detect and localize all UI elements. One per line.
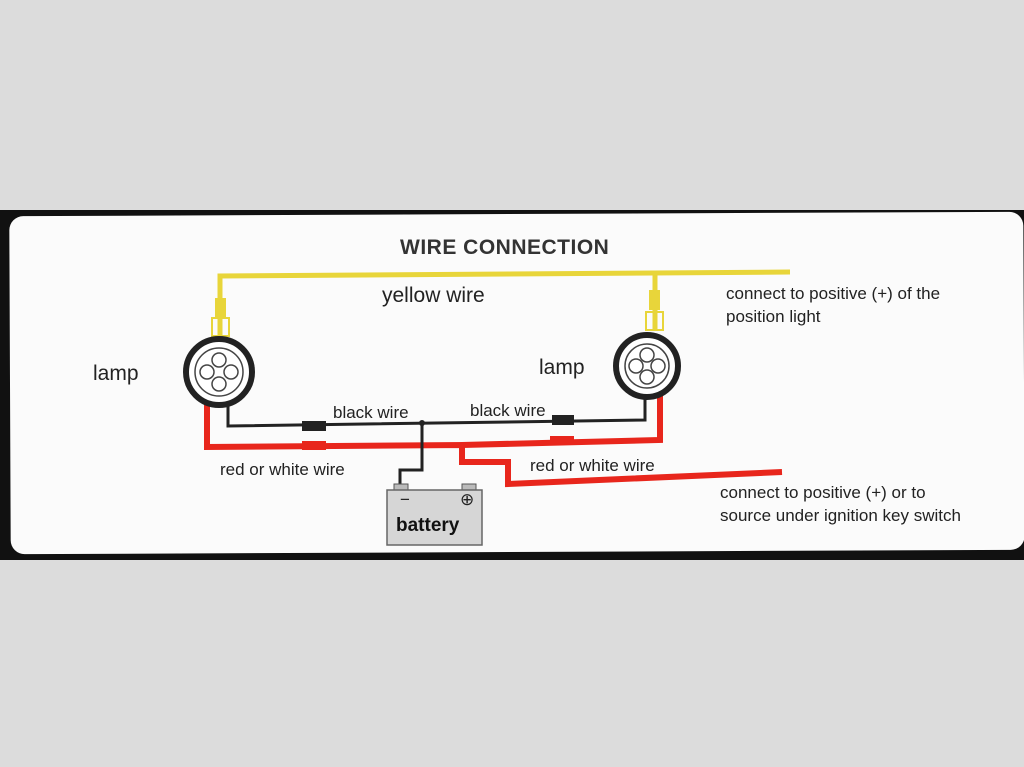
black-wire <box>226 392 647 490</box>
red-connector-left <box>302 441 326 450</box>
red-wire-left-label: red or white wire <box>220 460 345 479</box>
black-connector-left <box>302 421 326 431</box>
black-wire-right-label: black wire <box>470 401 546 420</box>
diagram-title: WIRE CONNECTION <box>400 236 609 259</box>
battery-positive-symbol: ⊕ <box>460 490 474 509</box>
yellow-connector-left <box>215 298 226 318</box>
red-wire <box>204 385 783 488</box>
yellow-wire-label: yellow wire <box>382 284 485 307</box>
lamp-right-label: lamp <box>539 356 585 379</box>
battery-negative-symbol: − <box>400 490 410 509</box>
ignition-note-line1: connect to positive (+) or to <box>720 483 926 502</box>
yellow-plug-left <box>211 317 230 337</box>
ignition-note-line2: source under ignition key switch <box>720 506 961 525</box>
lamp-right-icon <box>613 332 681 400</box>
black-connector-right <box>552 415 574 425</box>
position-light-note-line2: position light <box>726 307 821 326</box>
red-wire-right-label: red or white wire <box>530 456 655 475</box>
black-wire-left-label: black wire <box>333 403 409 422</box>
battery-label: battery <box>396 515 460 536</box>
position-light-note-line1: connect to positive (+) of the <box>726 284 940 303</box>
yellow-connector-right <box>649 290 660 310</box>
lamp-left-label: lamp <box>93 362 139 385</box>
yellow-plug-right <box>645 311 664 331</box>
red-connector-right <box>550 436 574 445</box>
lamp-left-icon <box>183 336 255 408</box>
yellow-wire <box>211 269 791 337</box>
battery-icon: − ⊕ battery <box>386 483 483 546</box>
